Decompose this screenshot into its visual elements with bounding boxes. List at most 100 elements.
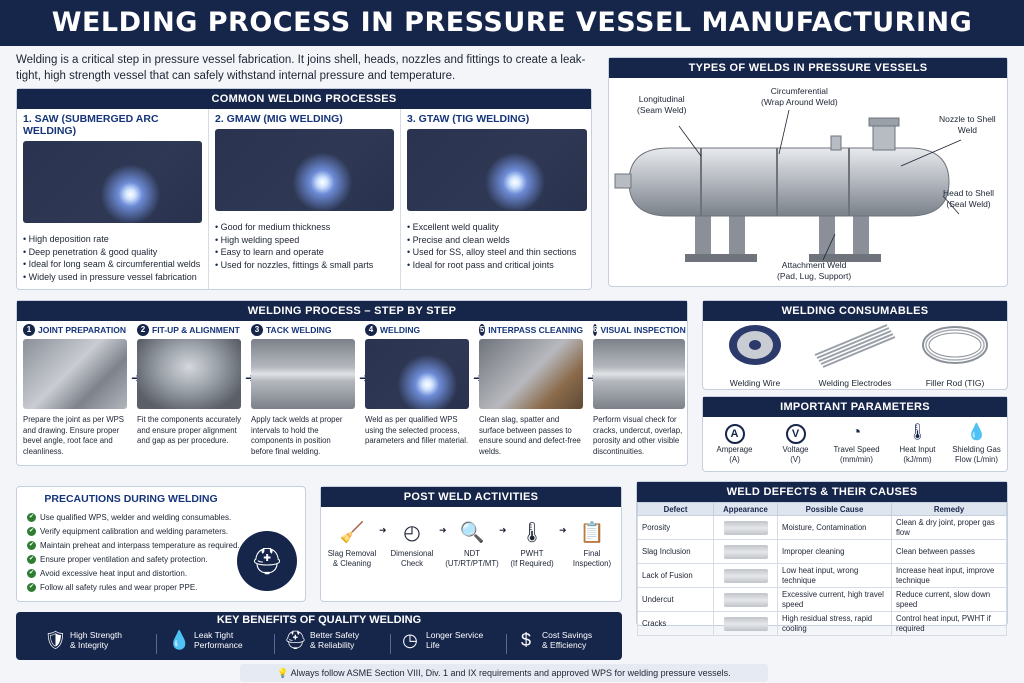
title-bar: WELDING PROCESS IN PRESSURE VESSEL MANUF… xyxy=(0,0,1024,46)
gmaw-photo xyxy=(215,129,394,211)
step-desc: Fit the components accurately and ensure… xyxy=(137,415,242,445)
process-point: Good for medium thickness xyxy=(215,221,394,234)
benefits-heading: KEY BENEFITS OF QUALITY WELDING xyxy=(216,614,422,626)
process-point: Used for nozzles, fittings & small parts xyxy=(215,259,394,272)
undercut-image xyxy=(723,592,768,607)
lack-of-fusion-image xyxy=(723,568,768,583)
cracks-image xyxy=(723,616,768,631)
process-point: High welding speed xyxy=(215,234,394,247)
drop-icon: 💧 xyxy=(168,630,191,650)
brush-icon: 🧹 xyxy=(339,522,365,544)
precaution-item: ✔Follow all safety rules and wear proper… xyxy=(27,583,198,593)
step-photo xyxy=(479,339,583,409)
intro-text: Welding is a critical step in pressure v… xyxy=(16,54,586,82)
step-desc: Apply tack welds at proper intervals to … xyxy=(251,415,343,456)
lightbulb-icon: 💡 xyxy=(277,668,291,678)
callout-attachment: Attachment Weld(Pad, Lug, Support) xyxy=(777,260,852,281)
filler-rod-coil-icon xyxy=(922,326,988,364)
step-arrow-icon: ➜ xyxy=(131,371,141,385)
arrow-icon: ➜ xyxy=(439,525,447,535)
dollar-icon: $ xyxy=(520,630,531,650)
precautions-panel: PRECAUTIONS DURING WELDING ✔Use qualifie… xyxy=(16,486,306,602)
nozzle-side xyxy=(614,173,632,189)
post-weld-panel: POST WELD ACTIVITIES 🧹 Slag Removal& Cle… xyxy=(320,486,622,602)
benefits-panel: KEY BENEFITS OF QUALITY WELDING 🛡 High S… xyxy=(16,612,622,660)
process-point: Precise and clean welds xyxy=(407,234,587,247)
consumable-filler-rod: Filler Rod (TIG) xyxy=(905,323,1005,388)
param-amperage: A Amperage(A) xyxy=(704,421,765,465)
post-weld-pwht: 🌡 PWHT(If Required) xyxy=(505,517,559,569)
precaution-item: ✔Ensure proper ventilation and safety pr… xyxy=(27,555,208,565)
param-travel-speed: ◔ Travel Speed(mm/min) xyxy=(826,421,887,465)
checklist-icon: 📋 xyxy=(579,522,605,544)
process-gmaw: 2. GMAW (MIG WELDING) Good for medium th… xyxy=(209,109,401,289)
weld-types-panel: TYPES OF WELDS IN PRESSURE VESSELS xyxy=(608,57,1008,287)
check-icon: ✔ xyxy=(27,541,36,551)
callout-head: Head to Shell(Seal Weld) xyxy=(943,188,995,209)
welder-mask-icon: ⛑ xyxy=(237,531,297,591)
check-icon: ✔ xyxy=(27,555,36,565)
arrow-icon: ➜ xyxy=(379,525,387,535)
precaution-item: ✔Maintain preheat and interpass temperat… xyxy=(27,541,240,551)
arrow-icon: ➜ xyxy=(559,525,567,535)
step-desc: Prepare the joint as per WPS and drawing… xyxy=(23,415,124,456)
voltage-icon: V xyxy=(785,424,806,444)
gas-drop-icon: 💧 xyxy=(966,424,987,441)
slag-inclusion-image xyxy=(723,544,768,559)
table-row: Undercut Excessive current, high travel … xyxy=(637,587,1007,612)
electrodes-icon xyxy=(814,324,896,368)
post-weld-heading: POST WELD ACTIVITIES xyxy=(321,487,621,507)
benefit-safety: ⛑ Better Safety& Reliability xyxy=(284,630,360,650)
process-name: 3. GTAW (TIG WELDING) xyxy=(407,113,530,125)
step-photo xyxy=(137,339,241,409)
consumables-heading: WELDING CONSUMABLES xyxy=(703,301,1007,321)
saw-photo xyxy=(23,141,202,223)
process-point: Deep penetration & good quality xyxy=(23,246,202,259)
check-icon: ✔ xyxy=(27,513,36,523)
post-weld-ndt: 🔍 NDT(UT/RT/PT/MT) xyxy=(445,517,499,569)
porosity-image xyxy=(723,520,768,535)
page-title: WELDING PROCESS IN PRESSURE VESSEL MANUF… xyxy=(51,7,973,38)
thermometer-icon: 🌡 xyxy=(519,522,545,544)
process-point: Widely used in pressure vessel fabricati… xyxy=(23,271,202,284)
thermometer-icon: 🌡 xyxy=(907,424,928,441)
common-processes-heading: COMMON WELDING PROCESSES xyxy=(17,89,591,109)
arrow-icon: ➜ xyxy=(499,525,507,535)
step-arrow-icon: ➜ xyxy=(359,371,369,385)
benefit-cost-savings: $ Cost Savings& Efficiency xyxy=(516,630,634,650)
step-desc: Perform visual check for cracks, undercu… xyxy=(593,415,683,456)
process-point: High deposition rate xyxy=(23,233,202,246)
check-icon: ✔ xyxy=(27,569,36,579)
pressure-vessel-diagram xyxy=(614,109,962,262)
precaution-item: ✔Use qualified WPS, welder and welding c… xyxy=(27,513,232,523)
process-point: Excellent weld quality xyxy=(407,221,587,234)
precaution-item: ✔Avoid excessive heat input and distorti… xyxy=(27,569,188,579)
speedometer-icon: ◔ xyxy=(851,424,862,441)
process-point: Ideal for root pass and critical joints xyxy=(407,259,587,272)
parameters-panel: IMPORTANT PARAMETERS A Amperage(A) V Vol… xyxy=(702,396,1008,472)
check-icon: ✔ xyxy=(27,527,36,537)
benefit-strength: 🛡 High Strength& Integrity xyxy=(44,630,122,650)
check-icon: ✔ xyxy=(27,583,36,593)
step-desc: Clean slag, spatter and surface between … xyxy=(479,415,581,456)
param-voltage: V Voltage(V) xyxy=(765,421,826,465)
table-row: Lack of Fusion Low heat input, wrong tec… xyxy=(637,563,1007,588)
step-arrow-icon: ➜ xyxy=(245,371,255,385)
step-arrow-icon: ➜ xyxy=(473,371,483,385)
vessel-supports xyxy=(685,210,881,262)
footer-note: 💡 Always follow ASME Section VIII, Div. … xyxy=(240,664,768,682)
wire-spool-icon xyxy=(729,325,781,365)
